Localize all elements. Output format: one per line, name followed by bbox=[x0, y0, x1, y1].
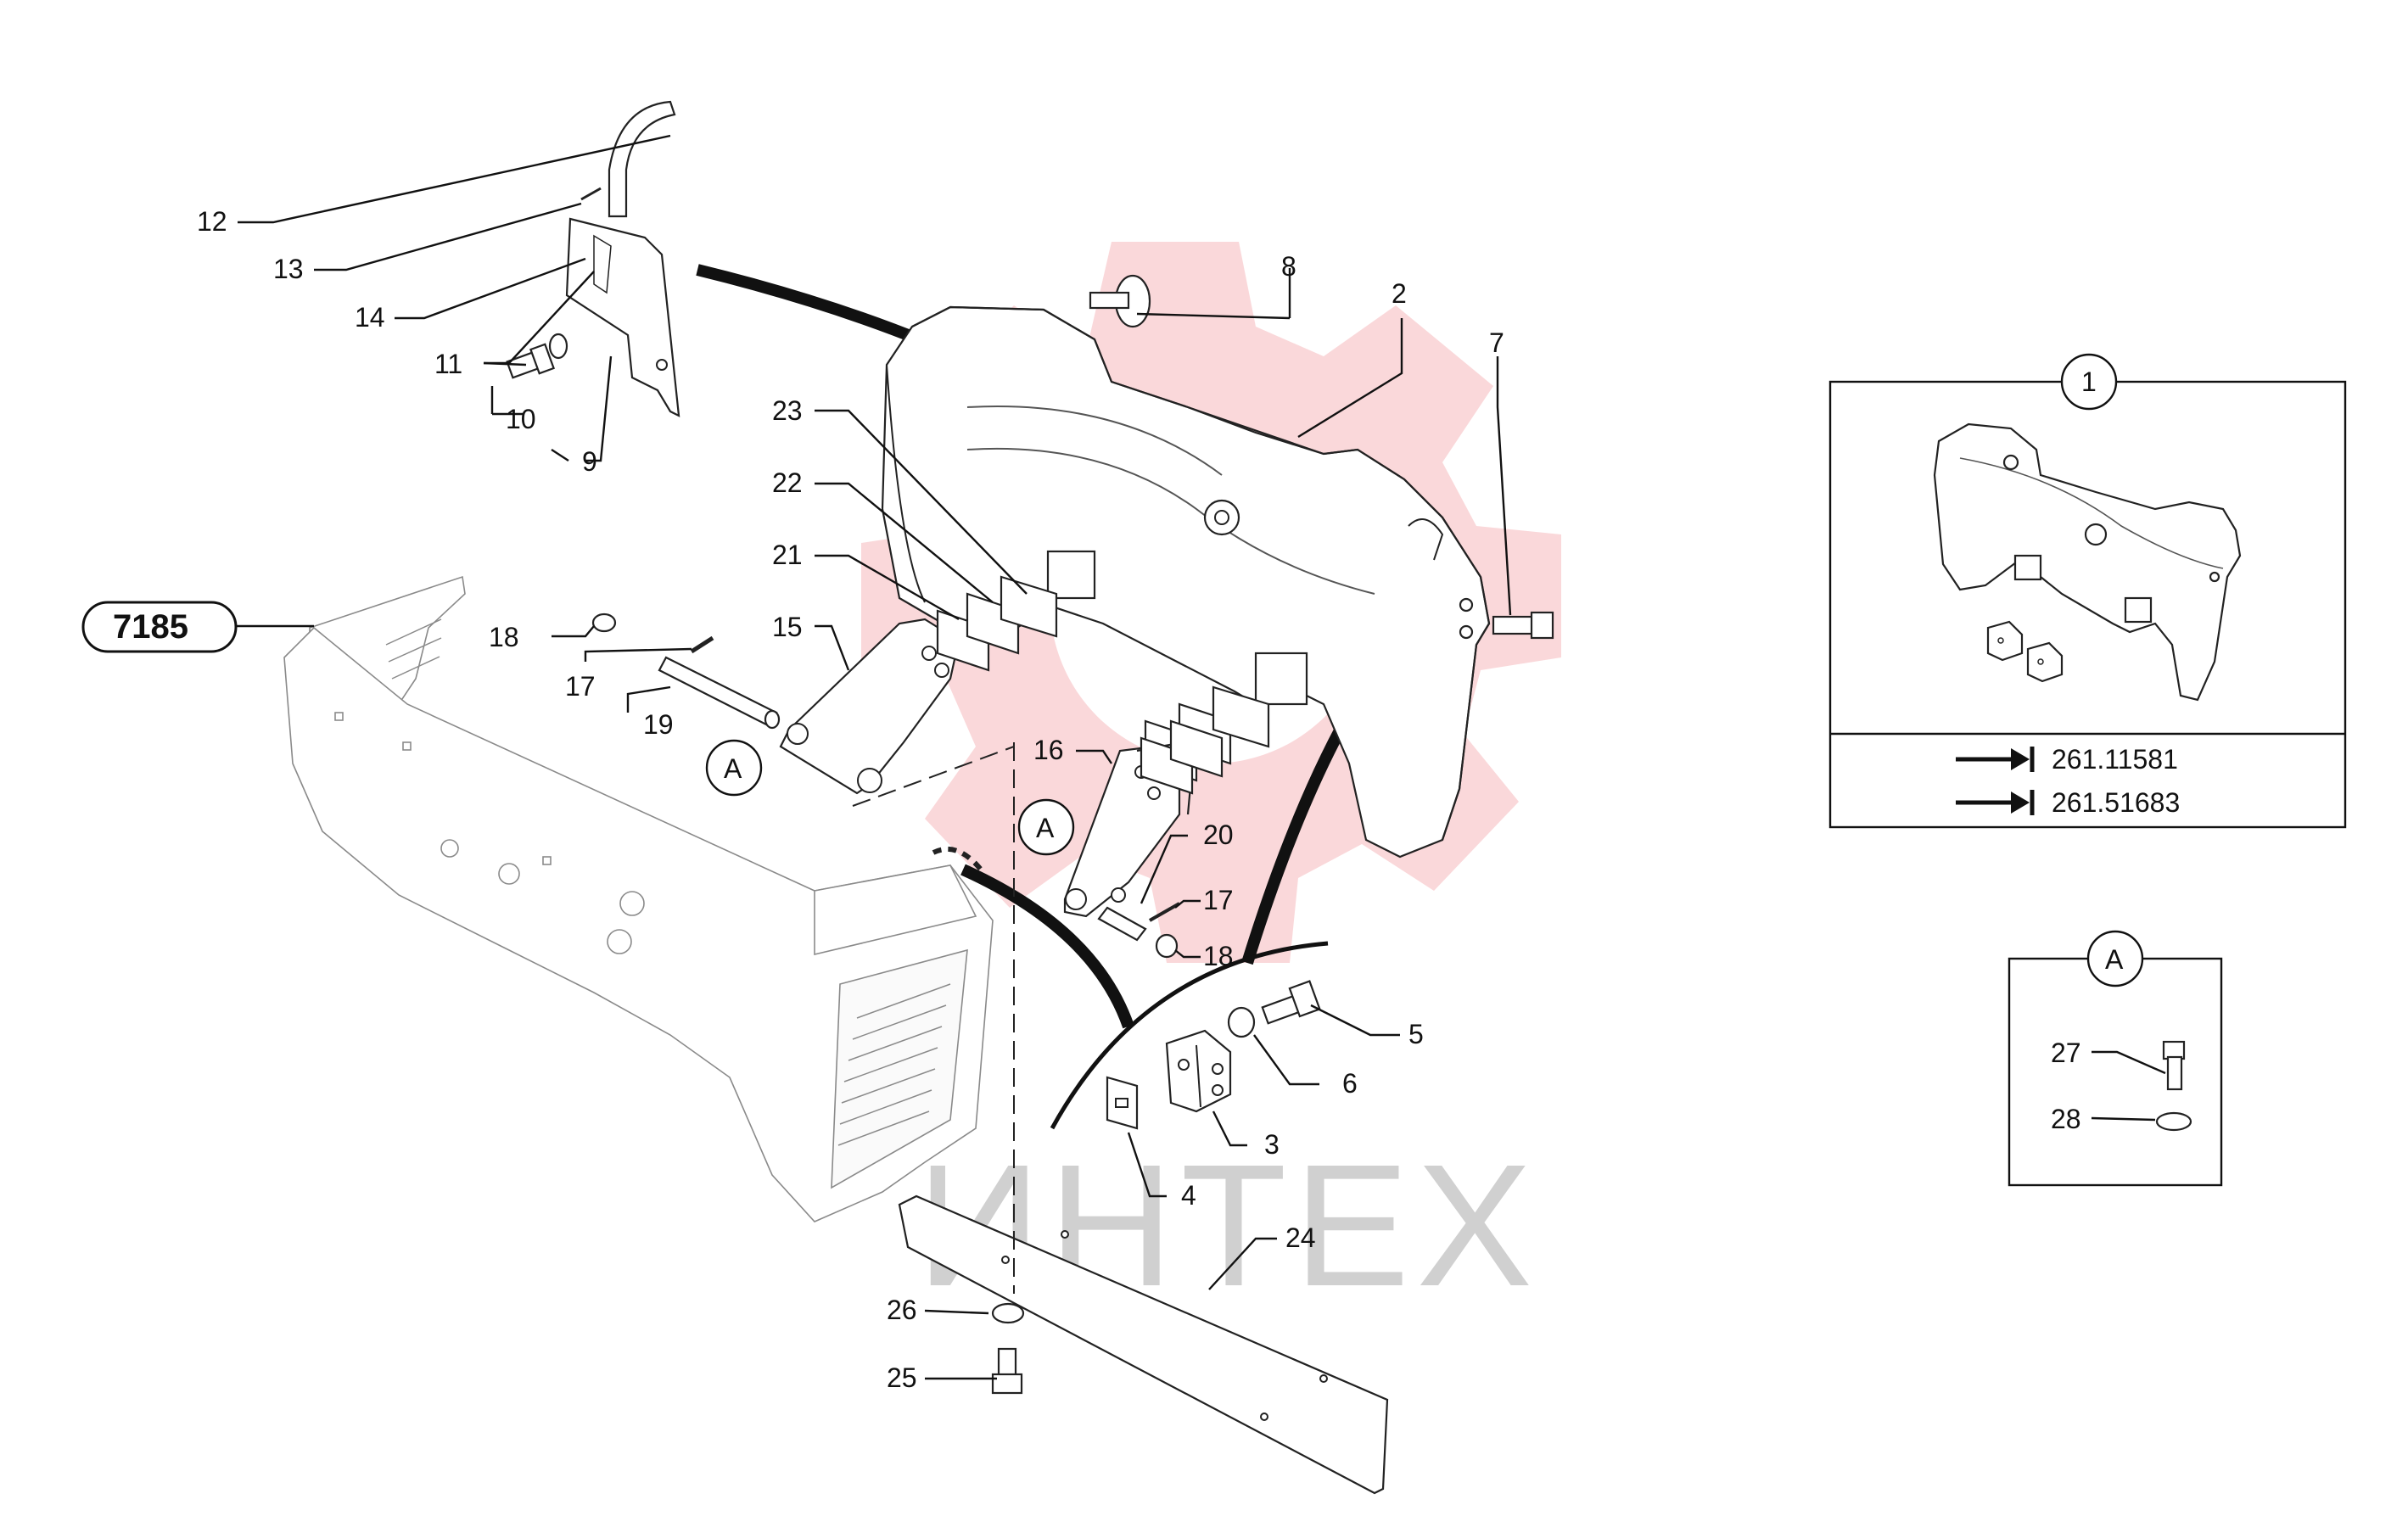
bolt-part-25 bbox=[991, 1347, 1023, 1395]
model-code-label: 7185 bbox=[113, 608, 188, 646]
model-code-badge: 7185 bbox=[81, 601, 238, 653]
callout-6: 6 bbox=[1342, 1068, 1358, 1099]
tractor-frame bbox=[283, 575, 994, 1222]
detail-marker-a-left: A bbox=[705, 739, 763, 797]
bolt-part-10 bbox=[506, 343, 555, 379]
kit-ref-arrow-2-icon bbox=[1956, 790, 2035, 815]
bracket-part-15 bbox=[779, 618, 960, 795]
callout-2: 2 bbox=[1392, 278, 1407, 309]
washer-part-6 bbox=[1227, 1006, 1256, 1038]
washer-part-26 bbox=[991, 1302, 1025, 1324]
callout-20: 20 bbox=[1203, 820, 1234, 850]
callout-16: 16 bbox=[1033, 735, 1064, 765]
callout-9: 9 bbox=[582, 446, 597, 477]
callout-8: 8 bbox=[1281, 251, 1296, 282]
kit-box-label: 1 bbox=[2081, 366, 2097, 397]
bolt-part-27 bbox=[2162, 1040, 2186, 1091]
callout-15: 15 bbox=[772, 612, 803, 642]
callout-12: 12 bbox=[197, 206, 227, 237]
plate-part-4 bbox=[1106, 1076, 1139, 1130]
bracket-part-14 bbox=[565, 217, 680, 417]
callout-25: 25 bbox=[887, 1362, 917, 1393]
kit-ref-arrow-1-icon bbox=[1956, 747, 2035, 772]
detail-marker-a-right: A bbox=[1017, 798, 1075, 856]
kit-counterweight-thumbnail bbox=[1933, 422, 2242, 702]
callout-18-left: 18 bbox=[489, 622, 519, 652]
separator-curve-bottom-right bbox=[1050, 941, 1329, 1130]
callout-4: 4 bbox=[1181, 1180, 1196, 1211]
callout-28: 28 bbox=[2051, 1104, 2081, 1134]
detail-box-a-label: A bbox=[2105, 944, 2124, 975]
callout-3: 3 bbox=[1264, 1129, 1280, 1160]
callout-labels: 2 8 7 12 13 14 11 10 9 23 22 21 15 18 17… bbox=[197, 206, 1504, 1393]
callout-17-right: 17 bbox=[1203, 885, 1234, 915]
callout-22: 22 bbox=[772, 467, 803, 498]
detail-box-a: A 27 28 bbox=[2008, 930, 2223, 1187]
callout-11: 11 bbox=[434, 349, 462, 379]
kit-blocks-thumbnail bbox=[1986, 620, 2064, 683]
pin-part-20 bbox=[1097, 906, 1147, 942]
bolt-part-7 bbox=[1492, 611, 1554, 640]
counterweight-body bbox=[881, 305, 1491, 859]
callout-7: 7 bbox=[1489, 327, 1504, 358]
detail-marker-a-left-label: A bbox=[724, 753, 742, 784]
callout-24: 24 bbox=[1285, 1222, 1316, 1253]
detail-marker-a-right-label: A bbox=[1036, 813, 1055, 843]
separator-curve-bottom-left bbox=[960, 864, 1134, 1029]
callout-10: 10 bbox=[506, 404, 536, 434]
leader-lines bbox=[233, 134, 1512, 1380]
callout-21: 21 bbox=[772, 540, 803, 570]
callout-26: 26 bbox=[887, 1295, 917, 1325]
washer-part-28 bbox=[2155, 1111, 2192, 1132]
callout-17-left: 17 bbox=[565, 671, 596, 702]
clip-part-13 bbox=[580, 187, 602, 201]
callout-23: 23 bbox=[772, 395, 803, 426]
shaft-part-19 bbox=[658, 656, 781, 730]
callout-5: 5 bbox=[1408, 1019, 1424, 1049]
assembly-dashed-lines bbox=[852, 742, 1015, 1294]
kit-ref-1: 261.11581 bbox=[2052, 744, 2178, 775]
callout-13: 13 bbox=[273, 254, 304, 284]
washer-part-11 bbox=[548, 333, 568, 360]
washer-part-18-left bbox=[591, 613, 617, 633]
callout-14: 14 bbox=[355, 302, 385, 333]
pin-part-17-left bbox=[690, 635, 714, 654]
block-part-3 bbox=[1165, 1029, 1232, 1113]
handle-pin-part-12 bbox=[608, 100, 676, 218]
kit-box: 1 261.11581 261.51683 bbox=[1828, 353, 2347, 829]
base-plate-part-24 bbox=[898, 1194, 1389, 1495]
pin-part-17-right bbox=[1149, 902, 1180, 922]
bolt-part-5 bbox=[1261, 980, 1321, 1025]
frame-vent-holes bbox=[385, 618, 951, 1146]
shims-part-16-stack bbox=[1140, 719, 1224, 795]
callout-27: 27 bbox=[2051, 1038, 2081, 1068]
callout-18-right: 18 bbox=[1203, 941, 1234, 971]
washer-part-18-right bbox=[1155, 933, 1179, 959]
callout-19: 19 bbox=[643, 709, 674, 740]
kit-ref-2: 261.51683 bbox=[2052, 787, 2180, 818]
